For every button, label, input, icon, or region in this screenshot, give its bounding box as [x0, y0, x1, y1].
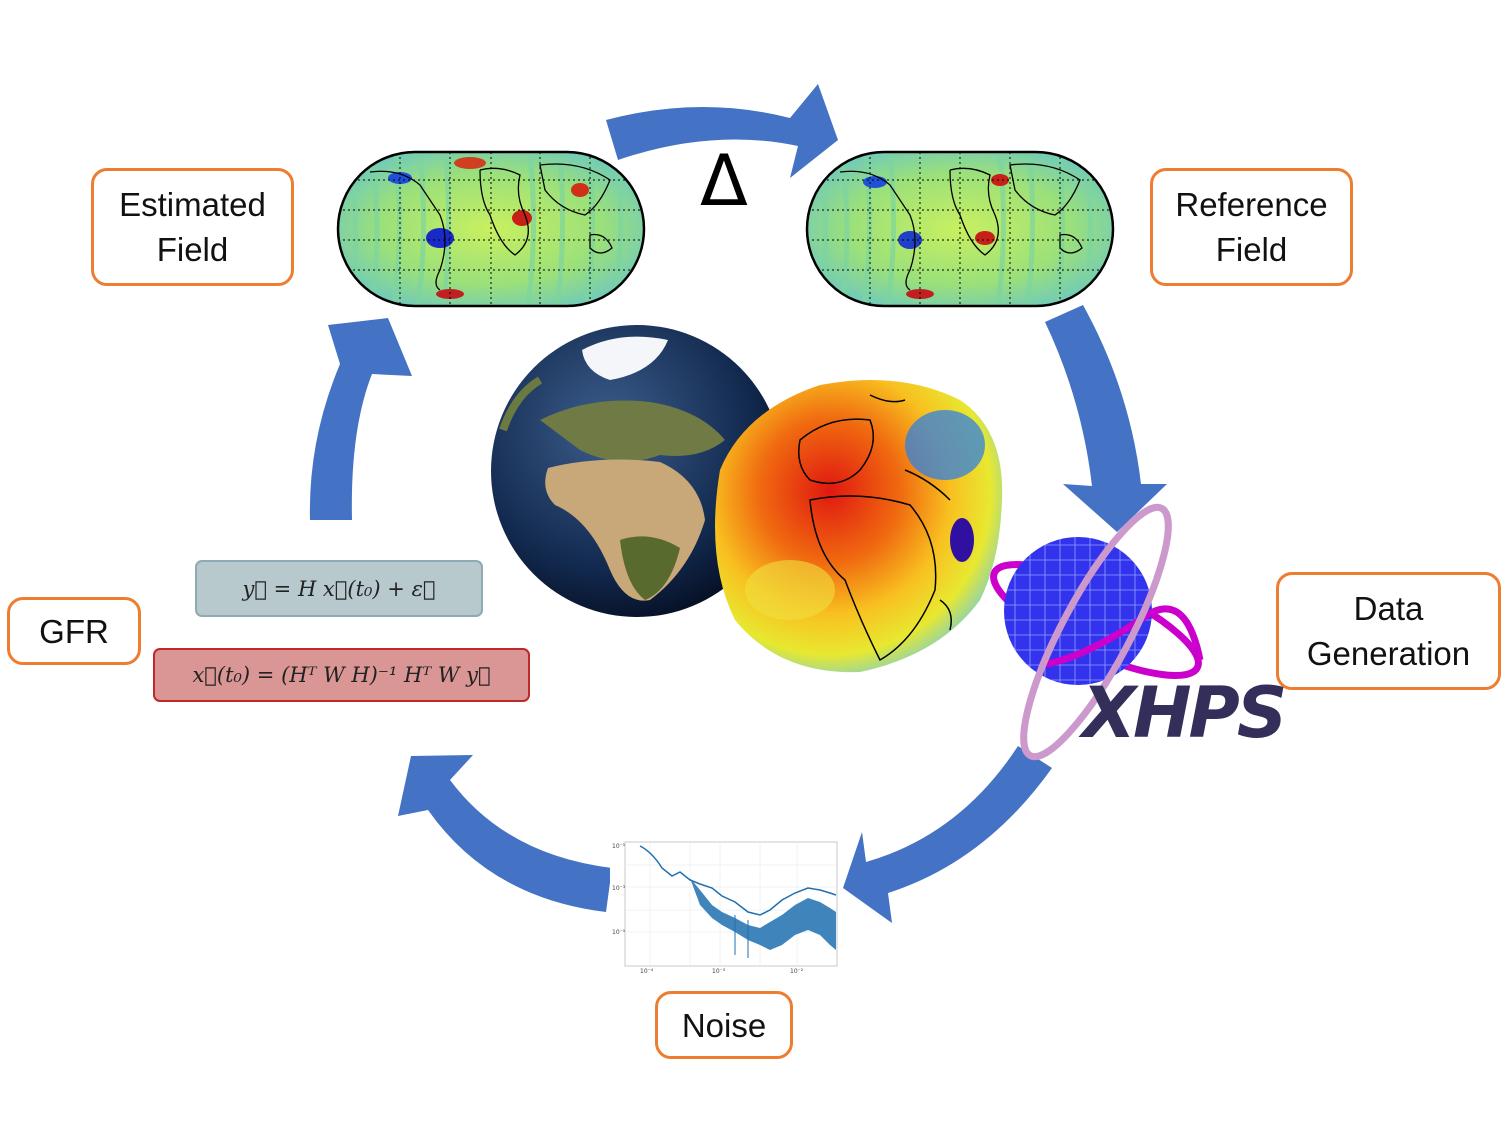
- earth-globe-icon: [491, 325, 783, 617]
- noise-spectrum-icon: 10⁻¹ 10⁻³ 10⁻⁵ 10⁻⁴ 10⁻³ 10⁻²: [610, 838, 842, 975]
- observation-equation-text: y⃗ = H x⃗(t₀) + ε⃗: [242, 576, 436, 601]
- svg-text:10⁻³: 10⁻³: [712, 968, 726, 975]
- reference-field-text: Reference Field: [1175, 186, 1328, 268]
- estimate-equation-text: x⃗(t₀) = (Hᵀ W H)⁻¹ Hᵀ W y⃗: [192, 663, 491, 687]
- reference-field-label: Reference Field: [1150, 168, 1353, 286]
- svg-text:10⁻⁵: 10⁻⁵: [612, 929, 626, 936]
- svg-text:10⁻³: 10⁻³: [612, 885, 626, 892]
- estimate-equation: x⃗(t₀) = (Hᵀ W H)⁻¹ Hᵀ W y⃗: [153, 648, 530, 702]
- delta-symbol: Δ: [700, 140, 748, 222]
- svg-text:10⁻¹: 10⁻¹: [612, 843, 626, 850]
- cycle-arrow-icon: [309, 84, 1167, 923]
- xhps-planet-icon: [990, 503, 1204, 761]
- data-generation-text: Data Generation: [1306, 590, 1471, 672]
- svg-text:10⁻²: 10⁻²: [790, 968, 804, 975]
- svg-text:10⁻⁴: 10⁻⁴: [640, 968, 654, 975]
- world-map-icon: [336, 150, 646, 308]
- estimated-field-text: Estimated Field: [119, 186, 266, 268]
- noise-label: Noise: [655, 991, 793, 1059]
- gfr-text: GFR: [39, 612, 109, 650]
- xhps-logo: XHPS: [1082, 672, 1287, 754]
- noise-text: Noise: [681, 1006, 767, 1044]
- geoid-globe-icon: [715, 380, 1003, 673]
- data-generation-label: Data Generation: [1276, 572, 1501, 690]
- estimated-field-label: Estimated Field: [91, 168, 294, 286]
- world-map-icon: [805, 150, 1115, 308]
- observation-equation: y⃗ = H x⃗(t₀) + ε⃗: [195, 560, 483, 617]
- gfr-label: GFR: [7, 597, 141, 665]
